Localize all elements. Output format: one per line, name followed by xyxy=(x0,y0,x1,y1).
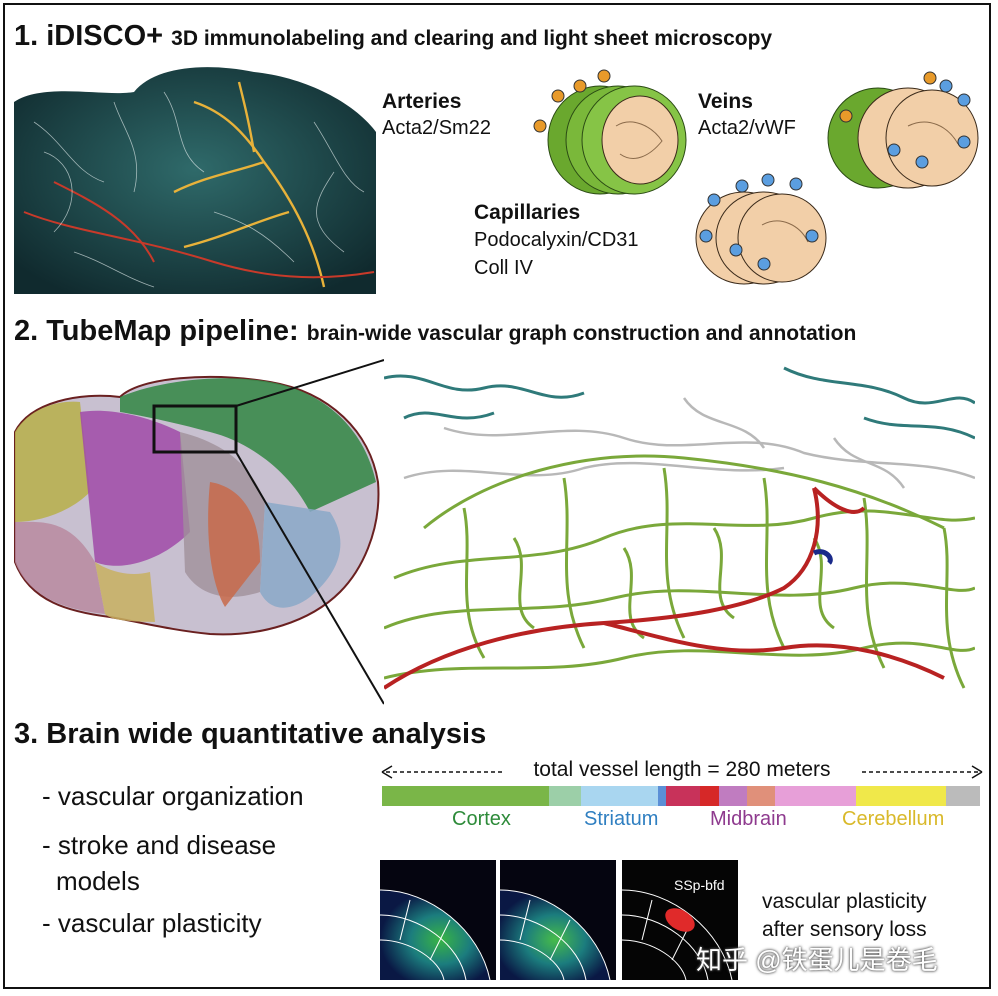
bar-segment xyxy=(774,786,857,806)
idisco-brain-image xyxy=(14,67,376,294)
plasticity-map-2 xyxy=(500,860,616,980)
section3-number: 3. xyxy=(14,718,39,750)
section1-subtitle: 3D immunolabeling and clearing and light… xyxy=(171,27,773,50)
sagittal-brain-section-image xyxy=(14,376,380,636)
bar-segment xyxy=(657,786,667,806)
plasticity-caption-1: vascular plasticity xyxy=(762,890,927,913)
section2-number: 2. xyxy=(14,315,39,347)
ssp-bfd-label: SSp-bfd xyxy=(674,877,725,893)
plasticity-map-1 xyxy=(380,860,496,980)
plasticity-map-3: SSp-bfd xyxy=(622,860,738,980)
bar-segment xyxy=(548,786,581,806)
bar-segment xyxy=(382,786,549,806)
arteries-markers: Acta2/Sm22 xyxy=(382,117,491,139)
watermark: 知乎 @铁蛋儿是卷毛 xyxy=(696,945,938,975)
vein-cross-section-icon xyxy=(827,71,979,189)
capillaries-title: Capillaries xyxy=(474,201,581,224)
bullet-vascular-organization: - vascular organization xyxy=(42,781,304,811)
vascular-graph-zoom-image xyxy=(384,358,975,706)
section2-subtitle: brain-wide vascular graph construction a… xyxy=(306,322,857,345)
capillaries-markers-2: Coll IV xyxy=(474,257,533,279)
section2-heading: 2. TubeMap pipeline: brain-wide vascular… xyxy=(14,315,856,348)
veins-title: Veins xyxy=(698,90,753,113)
bar-segment xyxy=(856,786,946,806)
section3-title: Brain wide quantitative analysis xyxy=(46,718,487,750)
capillaries-markers: Podocalyxin/CD31 xyxy=(474,229,639,251)
bar-segment xyxy=(719,786,748,806)
region-label-midbrain: Midbrain xyxy=(710,808,787,830)
section1-title: iDISCO+ xyxy=(46,20,164,52)
section3-heading: 3. Brain wide quantitative analysis xyxy=(14,718,486,751)
bullet-vascular-plasticity: - vascular plasticity xyxy=(42,908,262,938)
region-label-cerebellum: Cerebellum xyxy=(842,808,945,830)
bullet-stroke-disease: - stroke and disease xyxy=(42,830,277,860)
bar-segment xyxy=(747,786,775,806)
section1-heading: 1. iDISCO+ 3D immunolabeling and clearin… xyxy=(14,20,772,53)
artery-cross-section-icon xyxy=(533,69,687,195)
bar-segment xyxy=(580,786,658,806)
figure-frame xyxy=(3,3,991,989)
bar-segment xyxy=(945,786,980,806)
total-length-arrow xyxy=(381,765,983,779)
plasticity-caption-2: after sensory loss xyxy=(762,918,927,941)
arteries-title: Arteries xyxy=(382,90,462,113)
region-label-striatum: Striatum xyxy=(584,808,659,830)
region-color-bar xyxy=(382,786,980,806)
veins-markers: Acta2/vWF xyxy=(698,117,796,139)
region-label-cortex: Cortex xyxy=(452,808,511,830)
zoom-region-box xyxy=(152,404,238,454)
section1-number: 1. xyxy=(14,20,39,52)
total-length-label: total vessel length = 280 meters xyxy=(533,758,831,781)
bar-segment xyxy=(666,786,701,806)
bullet-stroke-disease-cont: models xyxy=(56,866,140,896)
bar-segment xyxy=(700,786,720,806)
capillary-cross-section-icon xyxy=(695,173,827,285)
section2-title: TubeMap pipeline: xyxy=(46,315,299,347)
